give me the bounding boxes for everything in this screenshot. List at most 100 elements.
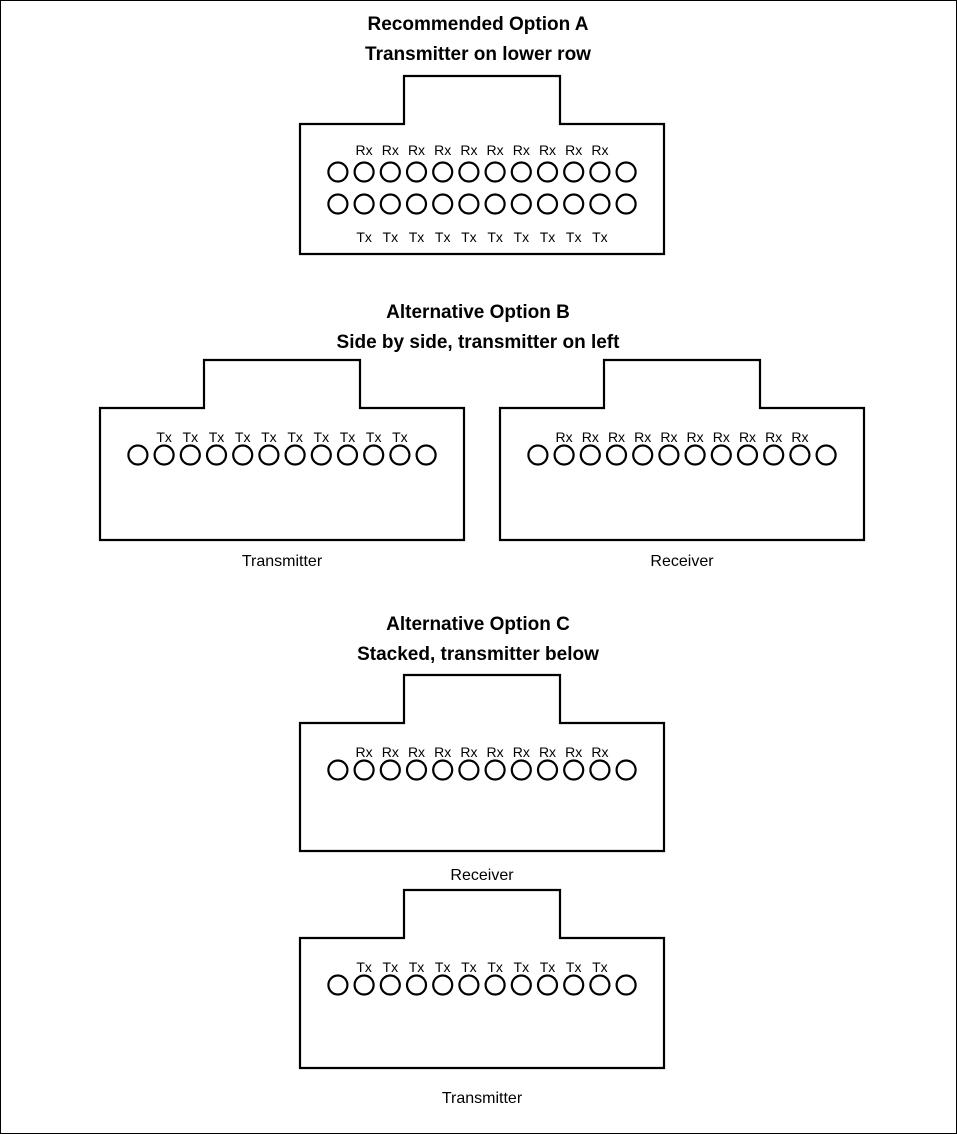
pin-circle	[510, 193, 532, 215]
pin-label: Rx	[408, 142, 425, 158]
connector-outline	[498, 358, 866, 542]
pin-label: Tx	[461, 959, 477, 975]
option-c-title-line1: Alternative Option C	[386, 614, 570, 635]
pin-circle	[684, 444, 706, 466]
pin-label: Tx	[366, 429, 382, 445]
pin-circle	[379, 759, 401, 781]
pin-circle	[327, 193, 349, 215]
pin-circle	[432, 193, 454, 215]
pin-label: Tx	[392, 429, 408, 445]
connector-outline	[98, 358, 466, 542]
pin-circle	[536, 193, 559, 215]
pin-circle	[736, 444, 759, 466]
pin-label: Rx	[765, 429, 782, 445]
pin-label: Tx	[409, 229, 425, 245]
pin-circle	[589, 193, 611, 215]
pin-label: Rx	[591, 142, 608, 158]
pin-circle	[310, 444, 332, 466]
pin-circle	[415, 444, 437, 466]
pin-label: Tx	[314, 429, 330, 445]
connector-outline	[298, 673, 666, 853]
pin-circle	[458, 759, 480, 781]
connector-outline	[298, 888, 666, 1070]
pin-label: Tx	[409, 959, 425, 975]
pin-circle	[579, 444, 601, 466]
pin-circle	[179, 444, 201, 466]
pin-circle	[615, 759, 637, 781]
pin-label: Tx	[435, 959, 451, 975]
pin-label: Rx	[713, 429, 730, 445]
pin-label: Tx	[356, 959, 372, 975]
pin-label: Tx	[435, 229, 451, 245]
pin-label: Tx	[209, 429, 225, 445]
pin-circle	[379, 161, 401, 183]
pin-label: Tx	[540, 959, 556, 975]
pin-label: Rx	[487, 142, 504, 158]
pin-circle	[405, 161, 428, 183]
pin-circle	[432, 759, 454, 781]
pin-label: Rx	[408, 744, 425, 760]
pin-label: Tx	[235, 429, 251, 445]
pin-label: Tx	[383, 229, 399, 245]
pin-circle	[432, 974, 454, 996]
option-b: Alternative Option B Side by side, trans…	[98, 302, 866, 570]
pin-label: Tx	[287, 429, 303, 445]
pin-circle	[458, 193, 480, 215]
pin-circle	[553, 444, 575, 466]
pin-circle	[563, 161, 585, 183]
pin-circle	[536, 974, 559, 996]
pin-circle	[589, 974, 611, 996]
pin-circle	[379, 193, 401, 215]
pin-label: Tx	[566, 229, 582, 245]
pin-label: Tx	[356, 229, 372, 245]
pin-label: Rx	[356, 142, 373, 158]
pin-circle	[563, 974, 585, 996]
pin-circle	[510, 759, 532, 781]
pin-label: Rx	[565, 744, 582, 760]
pin-label: Rx	[513, 142, 530, 158]
option-b-receiver-caption: Receiver	[650, 553, 714, 570]
pin-circle	[563, 759, 585, 781]
pin-circle	[527, 444, 549, 466]
pin-label: Rx	[791, 429, 808, 445]
pin-circle	[458, 974, 480, 996]
pin-label: Tx	[514, 229, 530, 245]
pin-label: Rx	[487, 744, 504, 760]
pin-label: Tx	[183, 429, 199, 445]
pin-circle	[405, 193, 428, 215]
pin-circle	[153, 444, 175, 466]
pin-label: Tx	[540, 229, 556, 245]
pin-circle	[763, 444, 785, 466]
pin-label: Rx	[356, 744, 373, 760]
option-c: Alternative Option C Stacked, transmitte…	[298, 614, 666, 1107]
pin-circle	[484, 161, 506, 183]
pin-circle	[327, 759, 349, 781]
option-a: Recommended Option A Transmitter on lowe…	[298, 14, 666, 256]
pin-label: Tx	[383, 959, 399, 975]
pin-label: Tx	[461, 229, 477, 245]
pin-label: Rx	[660, 429, 677, 445]
pin-circle	[563, 193, 585, 215]
pin-circle	[615, 974, 637, 996]
pin-label: Rx	[382, 744, 399, 760]
pin-circle	[232, 444, 254, 466]
pin-label: Rx	[513, 744, 530, 760]
pin-circle	[353, 974, 375, 996]
pin-label: Rx	[591, 744, 608, 760]
pin-circle	[405, 974, 428, 996]
pin-circle	[789, 444, 811, 466]
option-c-receiver-caption: Receiver	[450, 867, 514, 884]
option-c-transmitter-caption: Transmitter	[442, 1090, 523, 1107]
pin-circle	[127, 444, 149, 466]
pin-circle	[258, 444, 280, 466]
option-a-title-line2: Transmitter on lower row	[365, 44, 591, 65]
pin-circle	[353, 193, 375, 215]
pin-label: Rx	[739, 429, 756, 445]
pin-circle	[327, 974, 349, 996]
option-c-title-line2: Stacked, transmitter below	[357, 644, 599, 665]
option-b-transmitter-caption: Transmitter	[242, 553, 323, 570]
pin-label: Rx	[565, 142, 582, 158]
pin-label: Rx	[634, 429, 651, 445]
